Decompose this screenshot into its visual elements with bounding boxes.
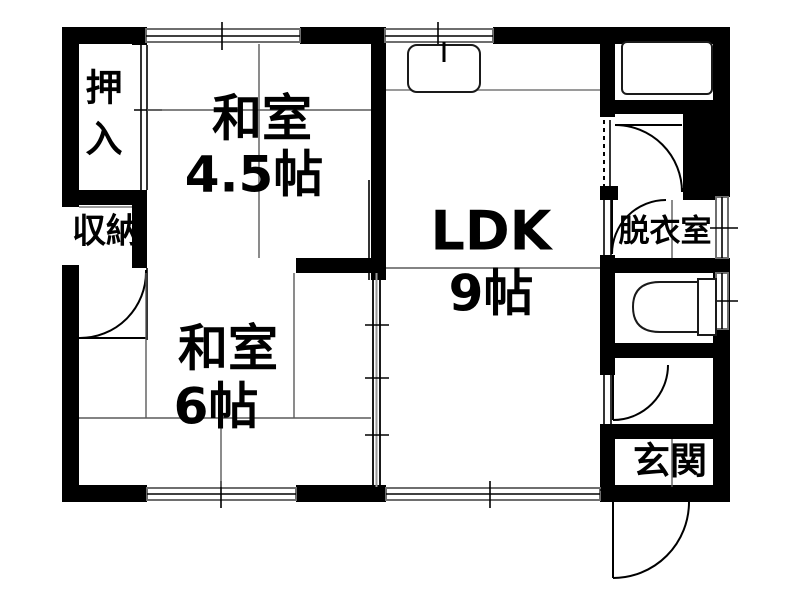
oshiire-label-char1: 押 [86,67,123,110]
ldk-size: 9帖 [449,265,534,323]
wall-datsui-bottom [600,258,715,273]
hall-sliding-door[interactable] [603,366,612,424]
wall-toilet-bottom [600,343,715,358]
oshiire-sliding-door[interactable] [134,45,162,190]
wall-ldk-right-upper [600,27,615,117]
room-label-washitsu-6: 和室 6帖 [174,320,278,436]
bathtub-icon [621,41,713,95]
wall-right-lower [713,368,730,502]
hall-swing-door[interactable] [612,364,669,421]
inner-face-lines [79,89,600,208]
walls [62,27,730,502]
room-label-washitsu-4-5: 和室 4.5帖 [185,90,324,204]
wall-genkan-top [600,424,715,439]
wall-right-upper [713,27,730,197]
wall-left-lower [62,265,79,502]
room-label-genkan: 玄関 [633,440,707,483]
bottom-window-washitsu6 [146,481,297,508]
wall-top-mid [300,27,385,44]
washitsu6-name: 和室 [178,320,278,378]
washitsu45-ldk-partition[interactable] [368,122,380,280]
changing-room-swing-door[interactable] [611,199,667,255]
wall-bottom-right [600,485,730,502]
washitsu45-name: 和室 [212,90,312,148]
wall-ldk-right-lower [600,424,615,502]
top-window-washitsu45 [145,22,301,50]
washitsu45-size: 4.5帖 [185,146,324,204]
washitsu6-size: 6帖 [174,378,259,436]
bathroom-swing-door[interactable] [614,124,683,193]
room-label-oshiire: 押 入 [86,67,123,161]
top-window-kitchen [384,22,494,50]
wall-oshiire-top [132,27,147,45]
bottom-window-ldk [385,481,601,508]
oshiire-label-char2: 入 [86,118,123,161]
wall-room-divider-mid [296,258,386,273]
room-label-ldk: LDK 9帖 [430,200,553,323]
wall-bath-right [683,114,715,190]
ldk-name: LDK [430,200,553,263]
room-labels: 押 入 収納 和室 4.5帖 和室 6帖 LDK 9帖 脱衣室 玄関 [72,67,712,483]
ldk-east-sliding[interactable] [603,120,611,186]
windows [145,22,738,508]
wall-shuno-right [132,190,147,268]
wall-left-upper [62,27,79,207]
datsui-sliding-door[interactable] [603,200,612,258]
right-window-ldk [710,196,738,259]
fixtures [407,41,717,336]
wall-bath-top [600,100,715,114]
wall-bath-bottom-l [600,186,618,200]
room-label-shuno: 収納 [72,212,140,252]
wall-top-left [62,27,146,44]
tatami-lines [79,44,673,487]
wall-bottom-mid [296,485,386,502]
wall-top-right1 [493,27,610,44]
wall-bottom-left [62,485,147,502]
toilet-icon [631,278,717,336]
washitsu6-ldk-sliding-door[interactable] [365,273,389,487]
kitchen-sink-icon [407,42,481,93]
room-label-datsuishitsu: 脱衣室 [619,214,712,250]
wall-top-right2 [610,27,730,44]
wall-closet-divider [62,190,147,205]
washitsu6-swing-door[interactable] [79,268,148,340]
wall-ldk-left-bottom [371,485,386,502]
entrance-swing-door[interactable] [612,501,690,579]
